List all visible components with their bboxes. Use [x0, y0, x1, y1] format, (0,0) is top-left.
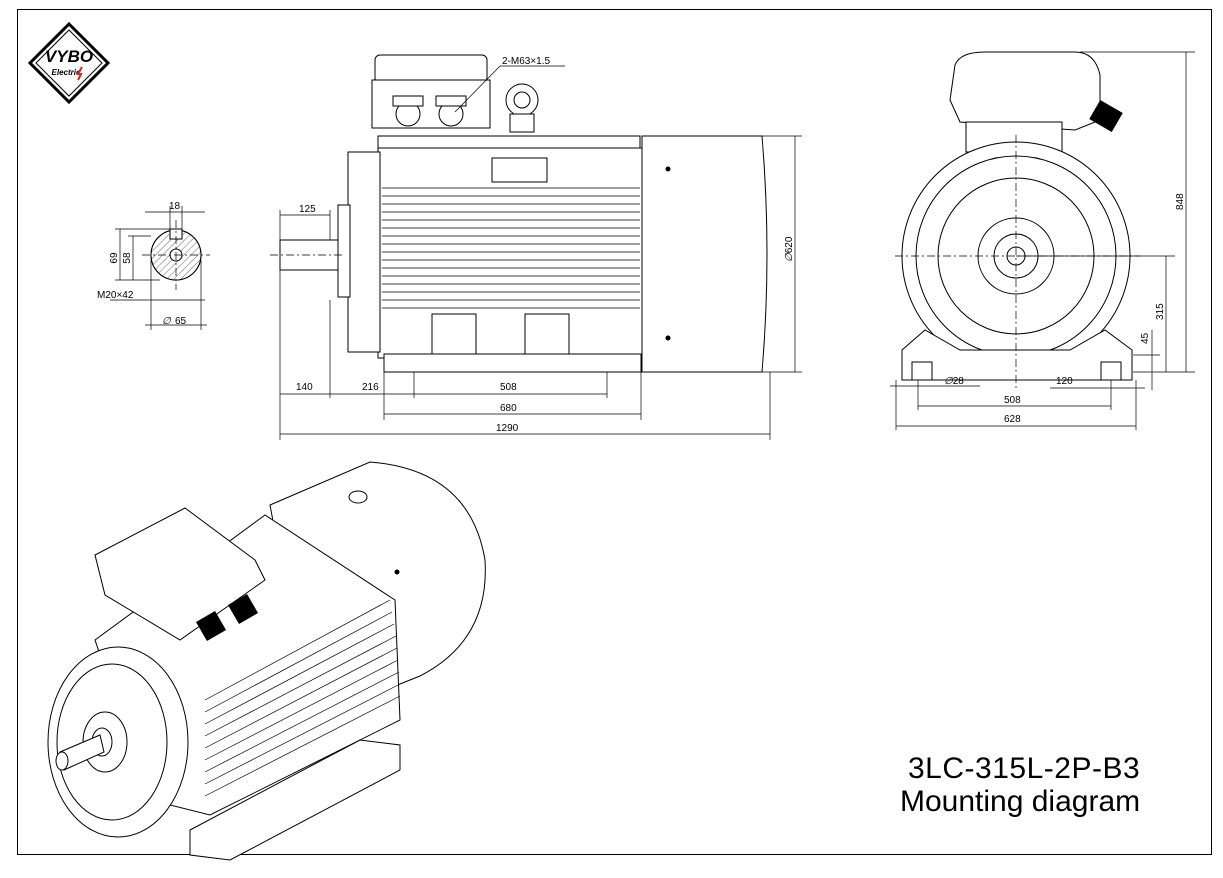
dim-216-label: 216: [362, 382, 379, 393]
dim-680-label: 680: [500, 403, 517, 414]
shaft-diameter-label: 65: [175, 316, 187, 327]
height-315-label: 315: [1155, 303, 1166, 320]
end-dim-508-label: 508: [1004, 395, 1021, 406]
diagram-description: Mounting diagram: [900, 785, 1141, 818]
diameter-symbol-icon: ∅: [162, 316, 172, 327]
dim-120-label: 120: [1056, 376, 1073, 387]
shaft-key-width-label: 18: [169, 201, 181, 212]
shaft-height-58-label: 58: [122, 252, 133, 264]
dim-140-label: 140: [296, 382, 313, 393]
brand-logo: VYBO Electric: [28, 22, 110, 104]
height-848-label: 848: [1175, 193, 1186, 210]
hole-diameter-label: ∅28: [944, 376, 964, 387]
dim-508-label: 508: [500, 382, 517, 393]
isometric-view: [47, 461, 486, 861]
shaft-section-view: 18 69 58 M20×42 ∅ 65: [97, 201, 210, 330]
dim-1290-label: 1290: [496, 423, 519, 434]
end-view: 848 315 45 ∅28 120 508 628: [890, 51, 1195, 430]
shaft-height-69-label: 69: [109, 252, 120, 264]
drawing-frame: [17, 9, 1212, 855]
terminal-thread-label: 2-M63×1.5: [502, 56, 551, 67]
shaft-thread-label: M20×42: [97, 290, 134, 301]
svg-text:VYBO: VYBO: [45, 47, 93, 66]
cooling-fins: [382, 187, 640, 309]
end-dim-628-label: 628: [1004, 414, 1021, 425]
svg-text:Electric: Electric: [52, 68, 81, 77]
side-view: 2-M63×1.5 125 ∅620 140 216 508 680 1290: [270, 54, 802, 440]
shaft-length-label: 125: [299, 204, 316, 215]
isometric-fins: [204, 599, 401, 797]
foot-height-45-label: 45: [1140, 332, 1151, 344]
model-title: 3LC-315L-2P-B3: [908, 752, 1141, 785]
frame-diameter-label: ∅620: [784, 236, 795, 262]
